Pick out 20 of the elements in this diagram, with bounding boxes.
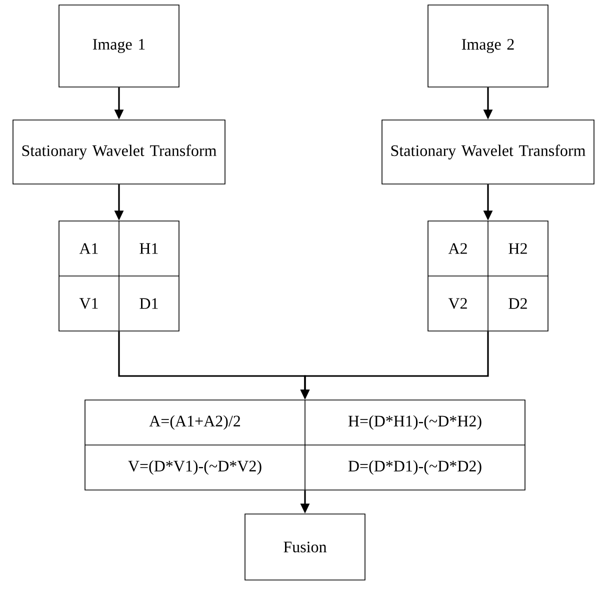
table-cell: V=(D*V1)-(~D*V2) (128, 460, 262, 475)
table-cell: H2 (508, 243, 527, 254)
table-cell: D=(D*D1)-(~D*D2) (348, 460, 482, 475)
table-cell: D1 (140, 298, 158, 309)
table-cell: V2 (448, 298, 467, 309)
process-box: Stationary Wavelet Transform (382, 120, 594, 184)
table-cell: A=(A1+A2)/2 (149, 415, 240, 430)
table-cell: H1 (140, 243, 158, 254)
table-cell: A2 (448, 243, 467, 254)
subband-grid (58, 220, 180, 332)
input-box: Image 1 (58, 4, 180, 88)
table-cell: D2 (508, 298, 527, 309)
table-cell: H=(D*H1)-(~D*H2) (348, 415, 482, 430)
subband-grid (428, 220, 548, 332)
fusion-rule-table (84, 400, 526, 490)
output-box: Fusion (244, 514, 366, 580)
table-cell: A1 (79, 243, 98, 254)
process-box: Stationary Wavelet Transform (12, 120, 226, 184)
table-cell: V1 (79, 298, 98, 309)
input-box: Image 2 (428, 4, 548, 88)
